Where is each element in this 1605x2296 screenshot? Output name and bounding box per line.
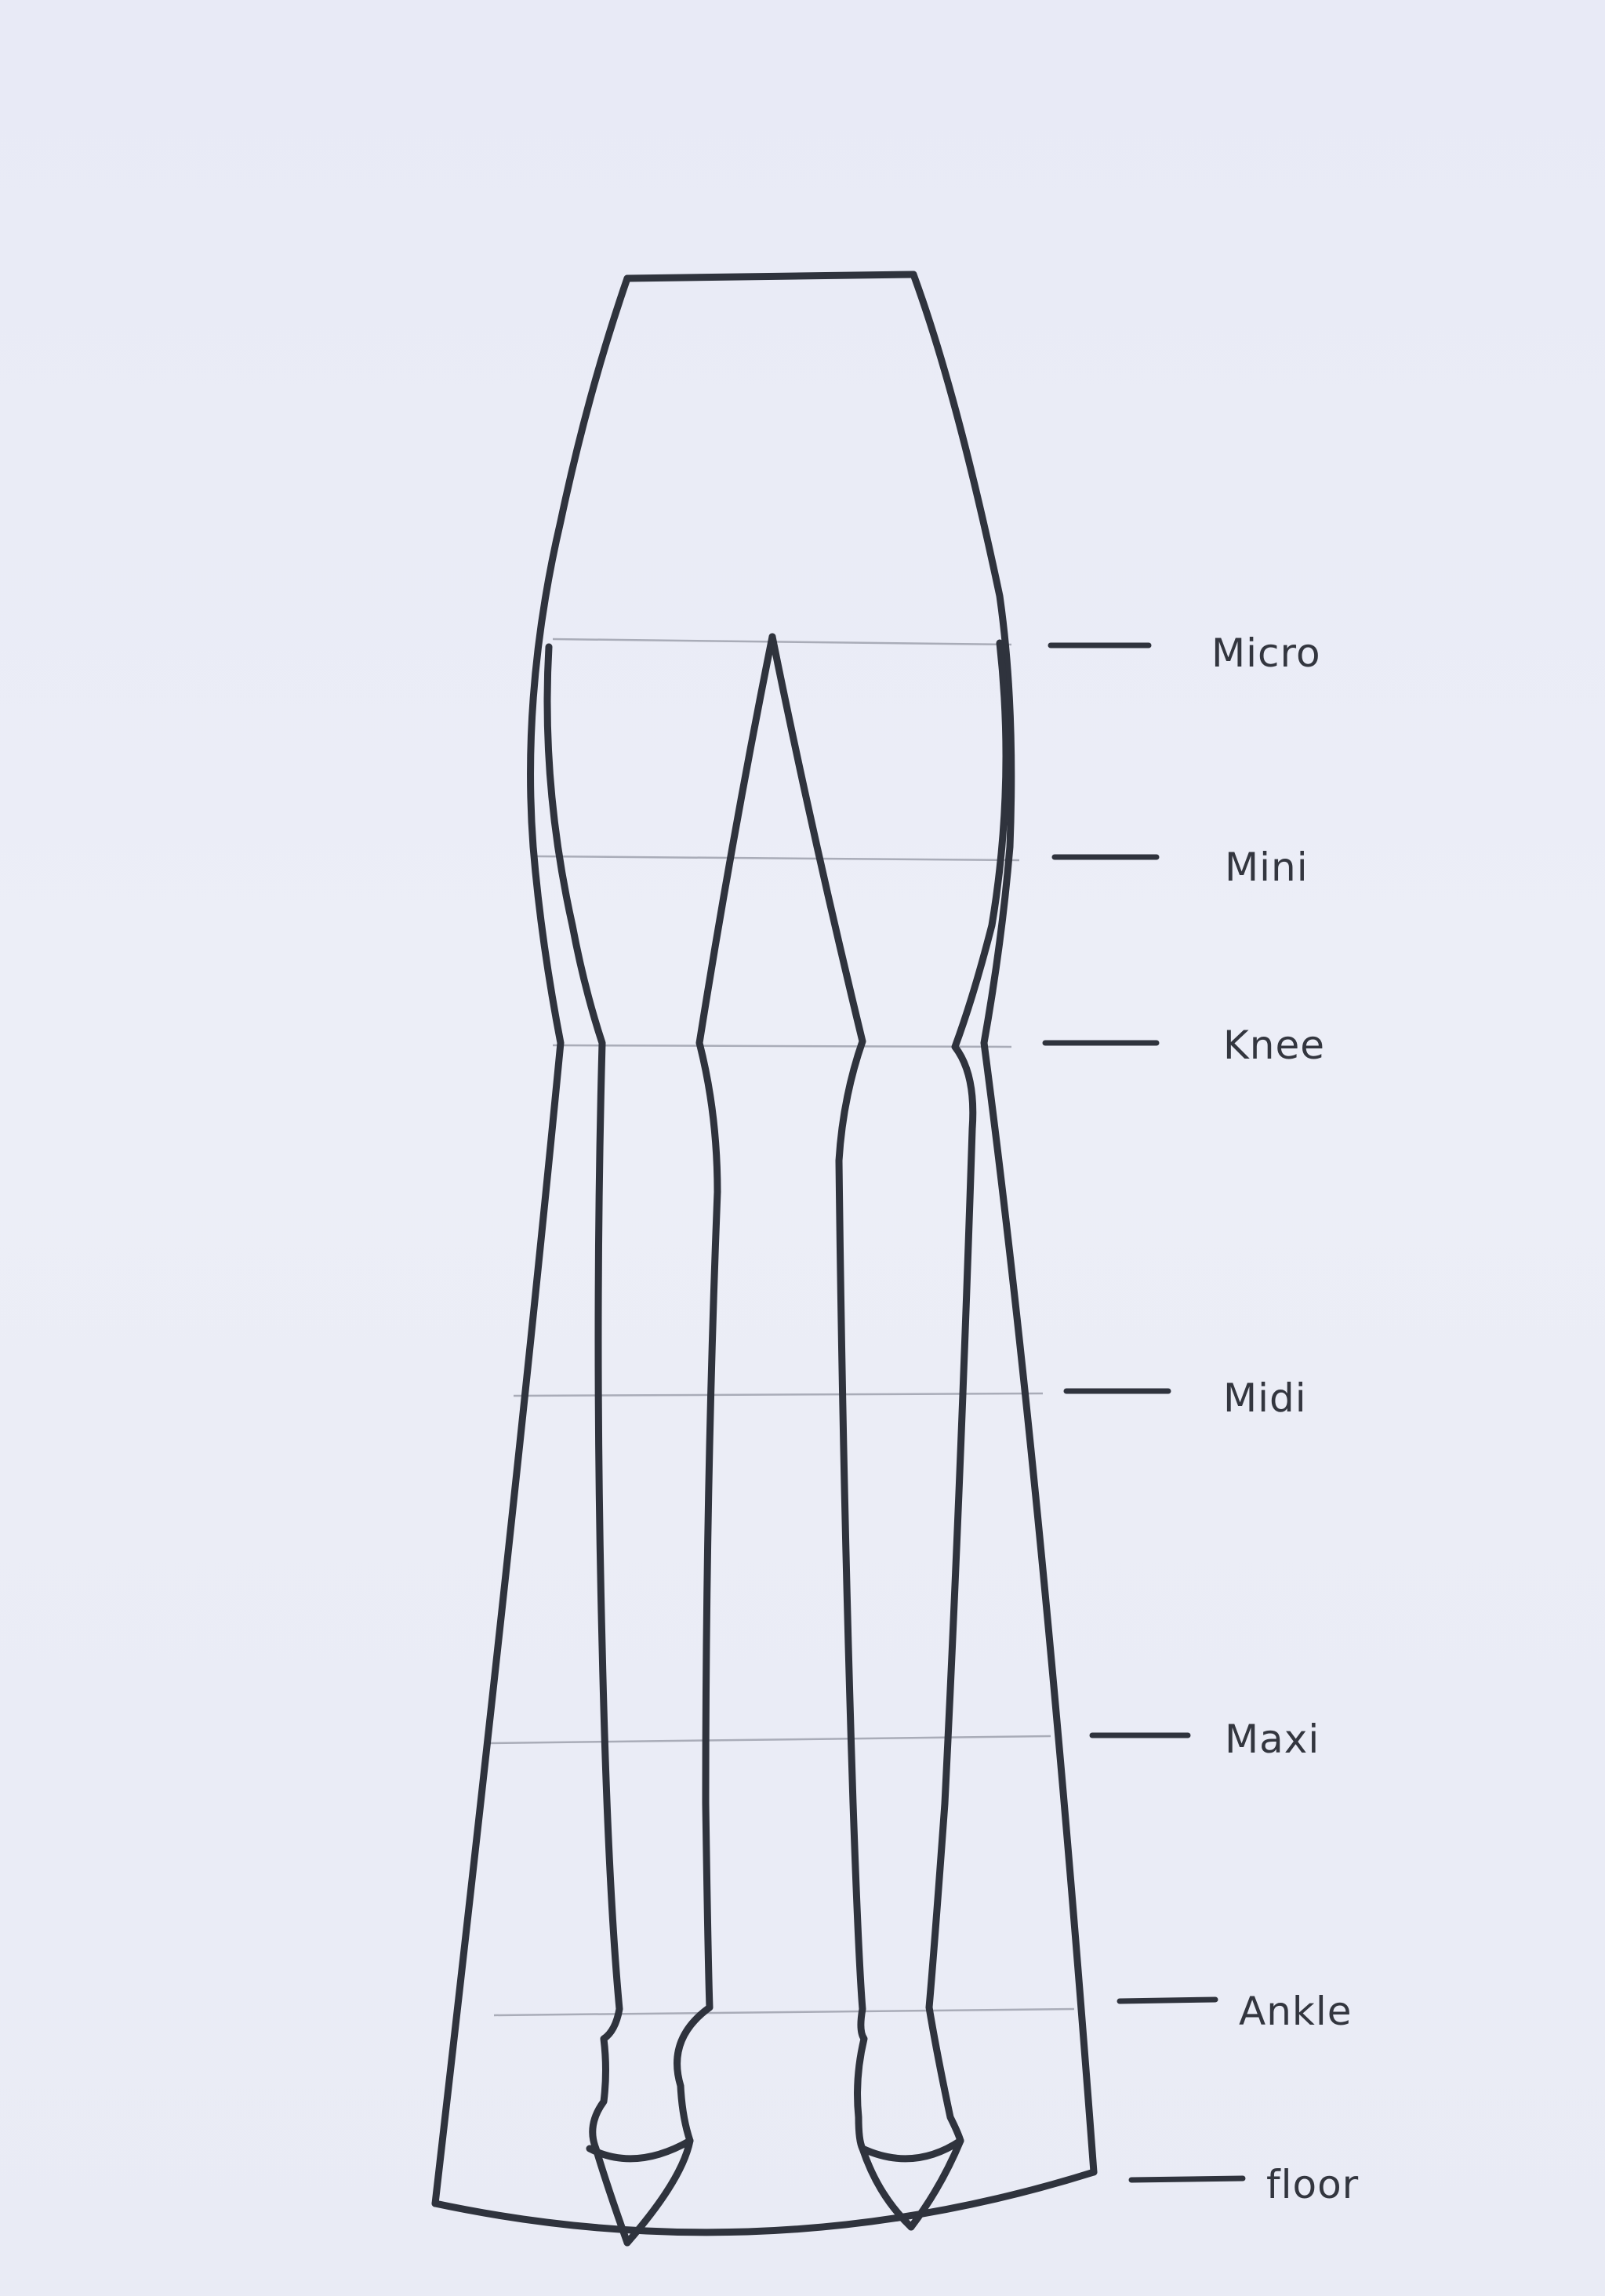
guide-line-mini	[533, 856, 1019, 860]
label-maxi: Maxi	[1225, 1717, 1320, 1762]
guide-line-micro	[553, 639, 1011, 645]
right-shoe	[862, 2141, 960, 2159]
legs-outline	[547, 637, 1006, 2243]
guide-line-knee	[553, 1045, 1011, 1047]
skirt-hem	[435, 2172, 1094, 2232]
left-leg-outer	[547, 647, 627, 2243]
tick-ankle	[1120, 2000, 1215, 2001]
label-ankle: Ankle	[1239, 1989, 1353, 2034]
label-floor: floor	[1266, 2162, 1359, 2207]
left-leg-inner	[627, 637, 772, 2243]
right-leg-inner	[772, 637, 911, 2227]
label-micro: Micro	[1211, 630, 1321, 676]
length-labels: Micro Mini Knee Midi Maxi Ankle floor	[1211, 630, 1359, 2207]
guide-lines	[490, 639, 1074, 2015]
label-knee: Knee	[1223, 1023, 1325, 1068]
tick-floor	[1131, 2178, 1243, 2180]
skirt-outline	[435, 274, 1094, 2232]
right-leg-outer	[911, 643, 1006, 2227]
guide-line-maxi	[490, 1736, 1051, 1743]
label-midi: Midi	[1223, 1375, 1307, 1421]
label-mini: Mini	[1225, 845, 1309, 890]
left-shoe	[590, 2141, 690, 2159]
guide-line-ankle	[494, 2009, 1074, 2015]
waistband	[627, 274, 913, 278]
